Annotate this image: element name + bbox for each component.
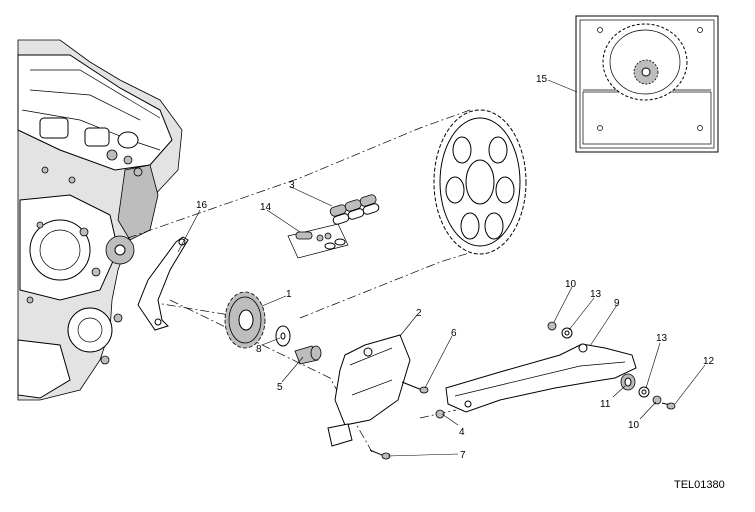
inset-panel <box>575 15 719 153</box>
chain-slider <box>445 343 637 413</box>
washer-and-bolt <box>275 325 322 365</box>
callout-14: 14 <box>260 202 272 213</box>
callout-12: 12 <box>703 356 715 367</box>
sprocket-cover <box>327 334 411 447</box>
callout-6: 6 <box>451 328 457 339</box>
callout-4: 4 <box>459 427 465 438</box>
callout-10b: 10 <box>628 420 640 431</box>
callout-16: 16 <box>196 200 208 211</box>
callout-11: 11 <box>600 399 611 410</box>
callout-15: 15 <box>536 74 548 85</box>
chain-links <box>329 194 380 225</box>
chain-joint-kit <box>287 223 349 259</box>
callout-5: 5 <box>277 382 283 393</box>
screws-and-nut <box>369 381 445 460</box>
engine-block <box>17 39 183 401</box>
leader-lines <box>177 79 706 457</box>
callout-3: 3 <box>289 180 295 191</box>
callout-labels: 1 2 3 4 5 6 7 8 9 10 10 11 12 13 13 14 1… <box>196 74 715 461</box>
callout-8: 8 <box>256 344 262 355</box>
reference-code: TEL01380 <box>674 479 725 491</box>
callout-7: 7 <box>460 450 466 461</box>
callout-13a: 13 <box>590 289 602 300</box>
front-sprocket <box>224 291 266 349</box>
slider-fasteners <box>547 321 676 410</box>
callout-13b: 13 <box>656 333 668 344</box>
callout-9: 9 <box>614 298 620 309</box>
callout-2: 2 <box>416 308 422 319</box>
callout-10a: 10 <box>565 279 577 290</box>
chain-guard-plate <box>137 236 189 331</box>
rear-sprocket <box>433 109 527 255</box>
callout-1: 1 <box>286 289 292 300</box>
